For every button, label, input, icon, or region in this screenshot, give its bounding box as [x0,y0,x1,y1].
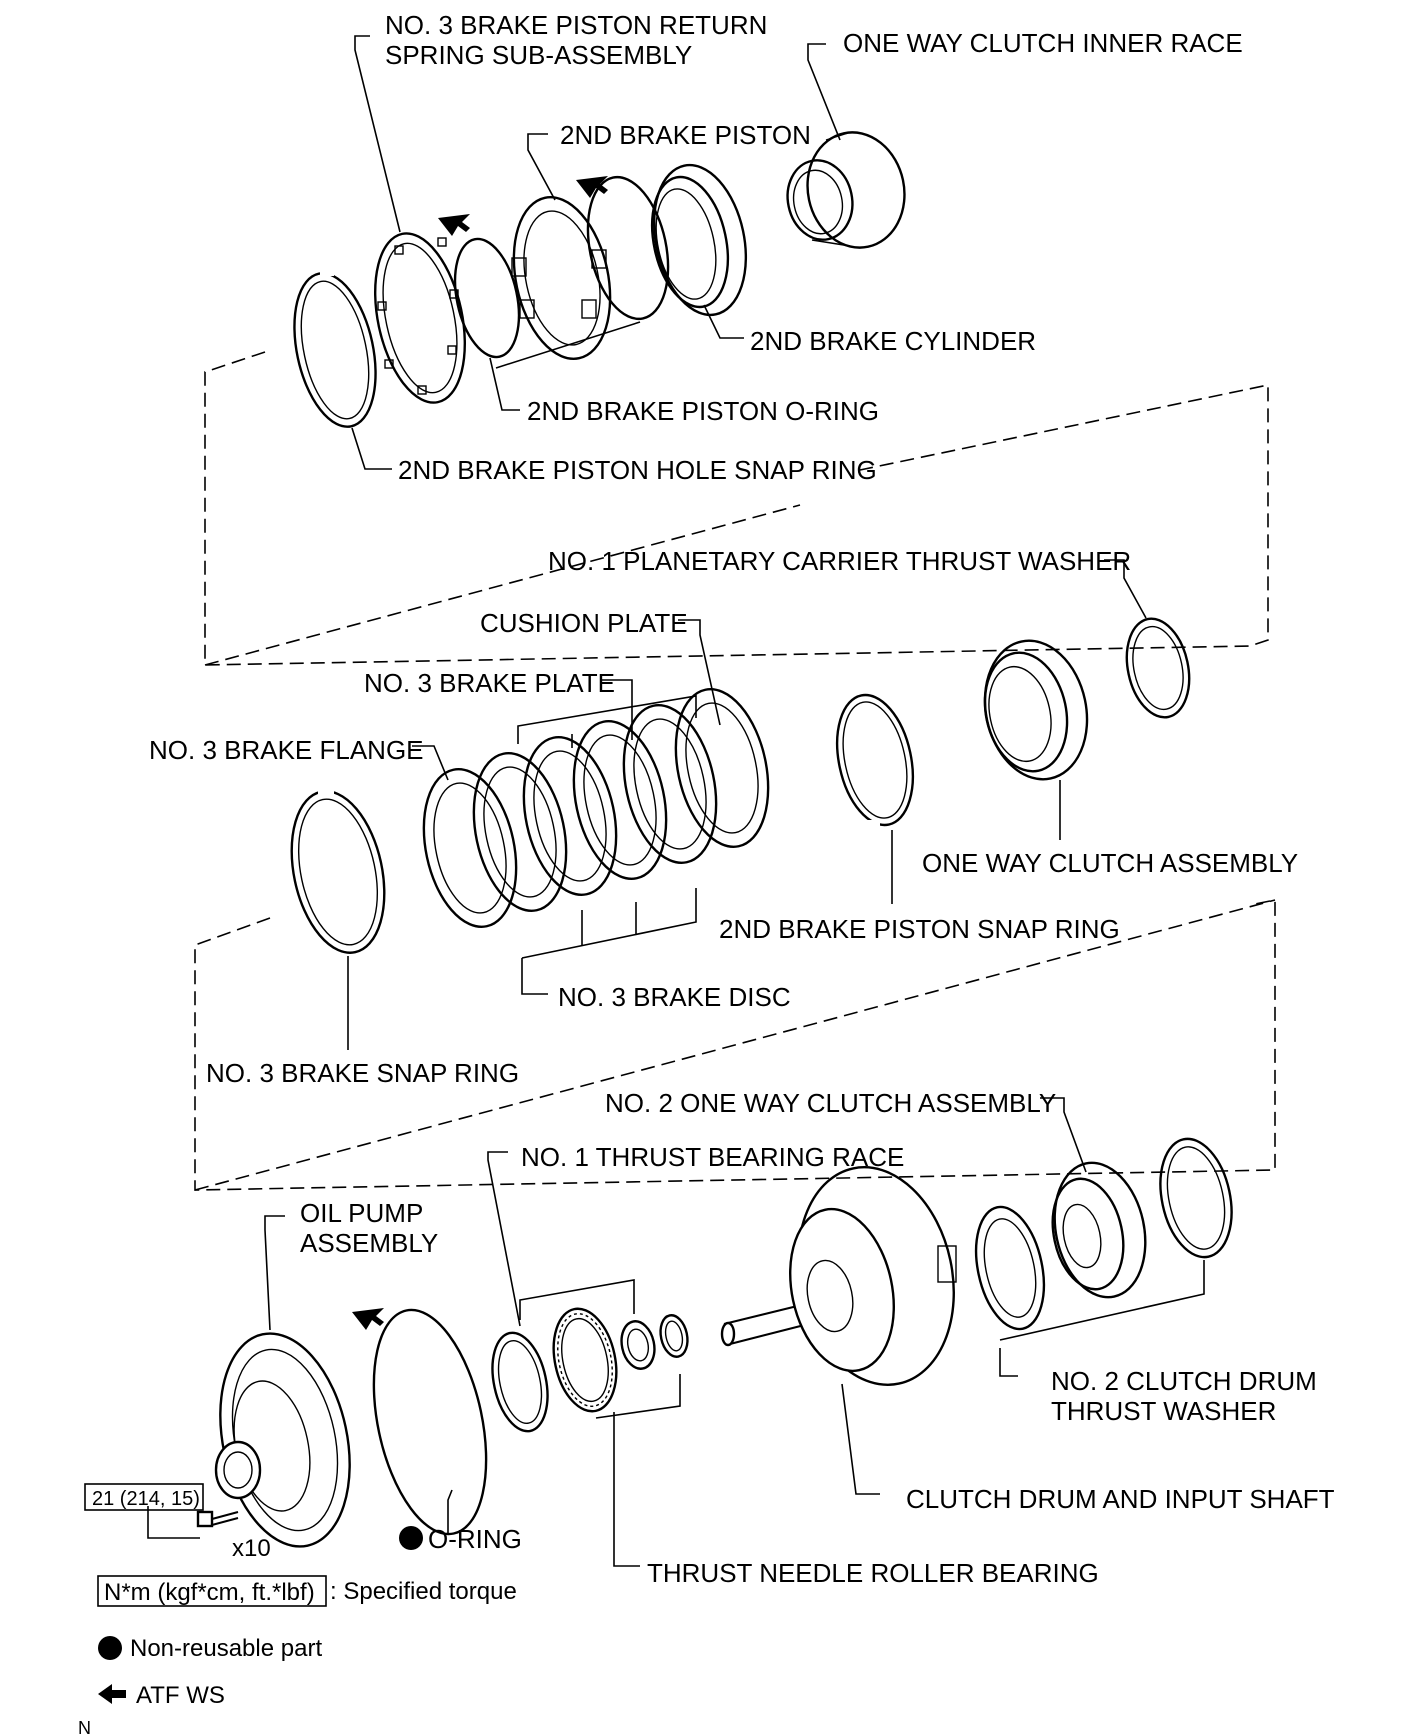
label-pump-oring: O-RING [428,1524,522,1554]
pump-oring-drawing [372,1308,488,1536]
legend-torque-box [97,1575,327,1607]
second-brake-piston-hole-snap-ring-drawing [293,268,377,428]
label-no2-clutch-drum-washer-line2: THRUST WASHER [1051,1396,1276,1426]
torque-spec: 21 (214, 15) x10 [84,1483,271,1562]
corner-mark: N [78,1718,91,1734]
thrust-bearing-race-right-drawing [659,1314,689,1358]
one-way-clutch-assembly-drawing [983,639,1089,781]
legend-atf: ATF WS [136,1682,225,1709]
label-no3-brake-flange: NO. 3 BRAKE FLANGE [149,735,424,765]
atf-arrow-upper-left [438,214,470,236]
label-no3-brake-plate: NO. 3 BRAKE PLATE [364,668,615,698]
torque-value: 21 (214, 15) [92,1488,200,1510]
brake-plate-stack-drawing [422,688,770,928]
label-no1-thrust-bearing-race: NO. 1 THRUST BEARING RACE [521,1142,904,1172]
label-no3-brake-snap-ring: NO. 3 BRAKE SNAP RING [206,1058,519,1088]
label-cushion-plate: CUSHION PLATE [480,608,688,638]
label-no2-one-way-clutch-assembly: NO. 2 ONE WAY CLUTCH ASSEMBLY [605,1088,1056,1118]
label-second-brake-piston: 2ND BRAKE PISTON [560,120,811,150]
torque-value-box [84,1483,204,1511]
label-second-brake-cylinder: 2ND BRAKE CYLINDER [750,326,1036,356]
one-way-clutch-inner-race-drawing [786,131,906,249]
legend-torque-unit: N*m (kgf*cm, ft.*lbf) [104,1579,315,1606]
atf-arrow-upper-right [576,176,608,198]
middle-section-parts [290,617,1191,954]
atf-arrow-lower [352,1308,384,1330]
legend-non-reusable: Non-reusable part [130,1635,322,1662]
upper-group-inner-line [204,504,801,666]
no2-clutch-drum-thrust-washer-drawing [974,1205,1046,1331]
no3-brake-snap-ring-drawing [290,788,386,954]
legend-non-reusable-icon [98,1636,122,1660]
label-second-brake-piston-snap-ring: 2ND BRAKE PISTON SNAP RING [719,914,1120,944]
legend-atf-arrow-icon [98,1684,126,1704]
upper-group-outline [204,351,1269,666]
label-one-way-inner-race: ONE WAY CLUTCH INNER RACE [843,28,1243,58]
leader-lines [147,35,1205,1567]
label-no1-planetary-thrust-washer: NO. 1 PLANETARY CARRIER THRUST WASHER [548,546,1131,576]
second-brake-piston-snap-ring-drawing [836,693,914,830]
lower-group-outline [194,899,1276,1191]
bolt-drawing [196,1510,239,1528]
label-second-brake-piston-oring: 2ND BRAKE PISTON O-RING [527,396,879,426]
thrust-washer-far-right-drawing [1159,1137,1233,1259]
return-spring-sub-assembly-drawing [373,232,467,404]
second-brake-cylinder-drawing [651,163,748,317]
clutch-drum-input-shaft-drawing [720,1166,957,1386]
label-no3-brake-disc: NO. 3 BRAKE DISC [558,982,791,1012]
label-second-brake-piston-hole-snap-ring: 2ND BRAKE PISTON HOLE SNAP RING [398,455,877,485]
label-one-way-clutch-assembly: ONE WAY CLUTCH ASSEMBLY [922,848,1298,878]
label-no2-clutch-drum-washer-line1: NO. 2 CLUTCH DRUM [1051,1366,1317,1396]
no2-one-way-clutch-drawing [1051,1161,1147,1299]
non-reusable-marker-oring [399,1526,423,1550]
legend: N*m (kgf*cm, ft.*lbf) : Specified torque… [78,1575,517,1734]
label-oil-pump-line2: ASSEMBLY [300,1228,438,1258]
label-oil-pump-line1: OIL PUMP [300,1198,423,1228]
legend-torque-text: : Specified torque [330,1578,517,1605]
thrust-needle-roller-bearing-drawing [552,1307,618,1413]
bottom-section-parts [196,1137,1233,1548]
label-no3-return-spring-line2: SPRING SUB-ASSEMBLY [385,40,692,70]
planetary-thrust-washer-drawing [1125,617,1191,719]
thrust-bearing-race-left-drawing [491,1331,549,1433]
label-no3-return-spring-line1: NO. 3 BRAKE PISTON RETURN [385,10,767,40]
bolt-count: x10 [232,1535,271,1562]
thrust-bearing-race-small-drawing [620,1320,656,1370]
label-clutch-drum-input-shaft: CLUTCH DRUM AND INPUT SHAFT [906,1484,1335,1514]
group-outlines [194,351,1276,1191]
label-thrust-needle-roller-bearing: THRUST NEEDLE ROLLER BEARING [647,1558,1099,1588]
second-brake-piston-drawing [511,196,612,360]
labels: NO. 3 BRAKE PISTON RETURN SPRING SUB-ASS… [149,10,1335,1588]
top-section-parts [293,131,906,428]
piston-oring-right-drawing [586,175,670,321]
lower-group-inner-line [194,899,1276,1191]
oil-pump-assembly-drawing [214,1332,351,1548]
piston-oring-left-drawing [453,237,521,359]
